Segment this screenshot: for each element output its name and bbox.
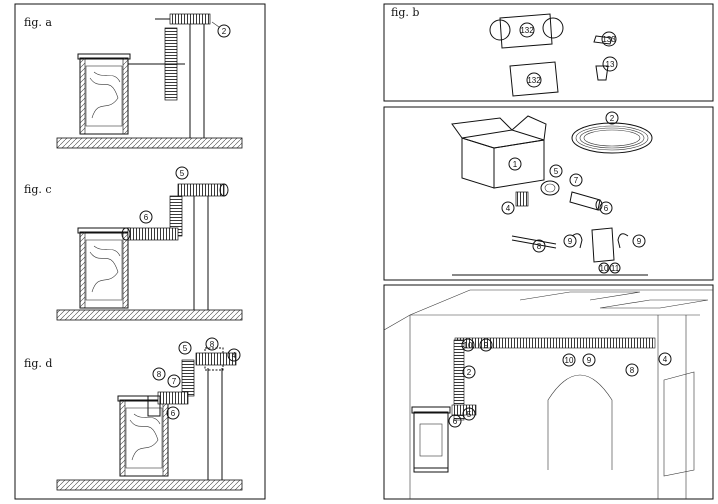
fig-d-callout-4 xyxy=(227,348,241,362)
fig-b-callout-13 xyxy=(602,56,618,72)
fig-a-callout-2-text: 2 xyxy=(222,27,227,36)
kit-callout-8-text: 8 xyxy=(537,242,542,251)
kit-callout-11-text: 11 xyxy=(611,264,620,273)
room-callout-8 xyxy=(625,363,639,377)
kit-callout-9-right-text: 9 xyxy=(637,237,642,246)
room-callout-2 xyxy=(462,365,476,379)
room-callout-9-right xyxy=(582,353,596,367)
kit-callout-4 xyxy=(501,201,515,215)
fig-d-callout-5-text: 5 xyxy=(183,344,188,353)
left-panel-frame xyxy=(14,3,266,500)
kit-callout-9-right xyxy=(632,234,646,248)
fig-b-callout-132-bottom-text: 132 xyxy=(527,76,541,85)
room-callout-10-left xyxy=(461,338,475,352)
room-callout-10-left-text: 10 xyxy=(464,341,473,350)
room-callout-5-text: 5 xyxy=(467,410,472,419)
fig-b-callout-132-top-text: 132 xyxy=(520,26,534,35)
fig-d-callout-8 xyxy=(152,367,166,381)
fig-c-callout-5 xyxy=(175,166,189,180)
kit-callout-6 xyxy=(599,201,613,215)
room-callout-9-left xyxy=(479,338,493,352)
fig-c-drawing xyxy=(56,183,243,321)
kit-callout-9-left xyxy=(563,234,577,248)
fig-d-label: fig. d xyxy=(24,357,52,370)
kit-callout-5-text: 5 xyxy=(554,167,559,176)
kit-callout-11 xyxy=(609,262,621,274)
fig-b-callout-133-text: 133 xyxy=(602,35,616,44)
fig-c-callout-6 xyxy=(139,210,153,224)
fig-d-callout-5 xyxy=(178,341,192,355)
fig-b-callout-13-text: 13 xyxy=(606,60,615,69)
room-callout-10-right-text: 10 xyxy=(565,356,574,365)
room-callout-9-left-text: 9 xyxy=(484,341,489,350)
fig-d-callout-7 xyxy=(167,374,181,388)
fig-d-callout-8-top xyxy=(205,337,219,351)
kit-callout-7-text: 7 xyxy=(574,176,579,185)
fig-d-callout-6 xyxy=(166,406,180,420)
kit-drawing xyxy=(451,115,653,276)
kit-callout-8 xyxy=(532,239,546,253)
fig-d-callout-6-text: 6 xyxy=(171,409,176,418)
room-callout-5 xyxy=(462,407,476,421)
fig-d-callout-4-text: 4 xyxy=(232,351,237,360)
fig-d-drawing xyxy=(56,347,243,491)
fig-b-label: fig. b xyxy=(391,6,419,19)
room-callout-4 xyxy=(658,352,672,366)
kit-callout-1-text: 1 xyxy=(513,160,518,169)
room-callout-8-text: 8 xyxy=(630,366,635,375)
fig-a-drawing xyxy=(56,13,243,149)
fig-d-callout-8-top-text: 8 xyxy=(210,340,215,349)
kit-callout-10 xyxy=(598,262,610,274)
room-callout-6-text: 6 xyxy=(453,417,458,426)
kit-callout-1 xyxy=(508,157,522,171)
fig-c-callout-5-text: 5 xyxy=(180,169,185,178)
room-drawing xyxy=(383,289,713,499)
kit-callout-6-text: 6 xyxy=(604,204,609,213)
fig-b-drawing xyxy=(489,13,613,97)
kit-callout-4-text: 4 xyxy=(506,204,511,213)
kit-callout-10-text: 10 xyxy=(600,264,609,273)
fig-b-callout-132-bottom xyxy=(526,72,542,88)
kit-callout-5 xyxy=(549,164,563,178)
room-callout-6 xyxy=(448,414,462,428)
room-panel-frame xyxy=(383,284,714,500)
room-callout-2-text: 2 xyxy=(467,368,472,377)
room-callout-10-right xyxy=(562,353,576,367)
fig-d-callout-8-text: 8 xyxy=(157,370,162,379)
room-callout-4-text: 4 xyxy=(663,355,668,364)
kit-callout-9-left-text: 9 xyxy=(568,237,573,246)
fig-b-callout-132-top xyxy=(519,22,535,38)
kit-callout-2-text: 2 xyxy=(610,114,615,123)
kit-panel-frame xyxy=(383,106,714,281)
fig-d-callout-7-text: 7 xyxy=(172,377,177,386)
fig-c-label: fig. c xyxy=(24,183,52,196)
fig-b-callout-133 xyxy=(601,31,617,47)
fig-c-callout-6-text: 6 xyxy=(144,213,149,222)
fig-a-label: fig. a xyxy=(24,16,52,29)
fig-b-panel-frame xyxy=(383,3,714,102)
kit-callout-7 xyxy=(569,173,583,187)
room-callout-9-right-text: 9 xyxy=(587,356,592,365)
fig-a-callout-2 xyxy=(217,24,231,38)
kit-callout-2 xyxy=(605,111,619,125)
